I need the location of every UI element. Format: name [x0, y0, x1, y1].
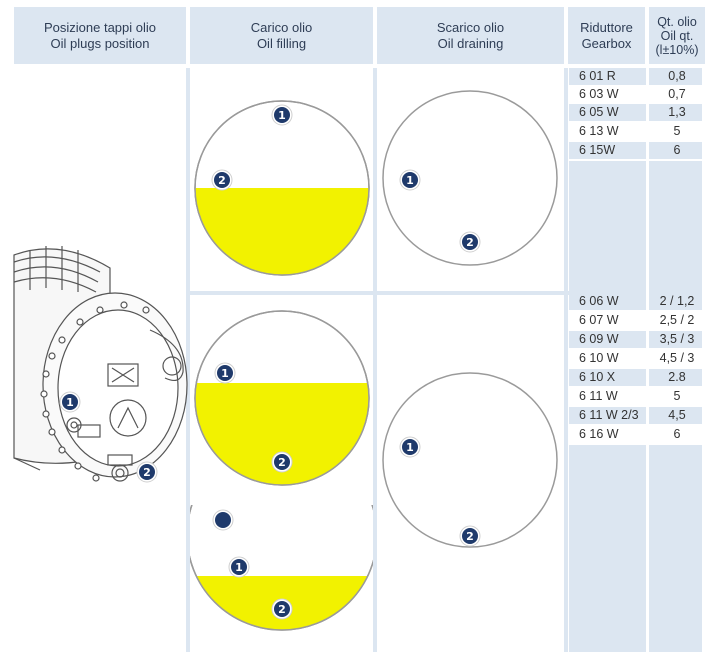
plug-marker-label: 1	[406, 441, 414, 454]
header-qty-tol: (l±10%)	[655, 42, 699, 57]
gearbox-cell: 6 09 W	[579, 332, 619, 346]
plug-marker-label: 1	[278, 109, 286, 122]
header-position-en: Oil plugs position	[50, 35, 150, 51]
plug-marker-2: 2	[271, 598, 293, 620]
table-row: 6 06 W 2 / 1,2	[569, 293, 702, 310]
header-gearbox-en: Gearbox	[581, 35, 632, 51]
plug-marker-label: 1	[406, 174, 414, 187]
table-filler	[569, 445, 702, 652]
header-filling: Carico olio Oil filling	[190, 7, 373, 64]
plug-marker-1: 1	[399, 169, 421, 191]
header-draining: Scarico olio Oil draining	[377, 7, 564, 64]
table-row: 6 01 R 0,8	[569, 68, 702, 85]
plug-marker-1: 1	[228, 556, 250, 578]
draining-diagram-1	[382, 90, 558, 266]
qty-cell: 6	[673, 143, 681, 157]
gearbox-cell: 6 01 R	[579, 69, 616, 83]
filling-diagram-1	[194, 100, 370, 276]
qty-cell: 4,5	[668, 408, 686, 422]
qty-cell: 0,7	[668, 87, 686, 101]
plug-marker-2: 2	[459, 525, 481, 547]
plug-marker-label: 2	[278, 456, 286, 469]
gearbox-illustration	[13, 246, 188, 482]
header-filling-en: Oil filling	[256, 35, 307, 51]
gearbox-cell: 6 06 W	[579, 294, 619, 308]
qty-cell: 0,8	[668, 69, 686, 83]
plug-marker-label: 2	[143, 466, 151, 479]
table-row: 6 07 W 2,5 / 2	[569, 312, 702, 329]
gearbox-cell: 6 11 W 2/3	[579, 408, 639, 422]
qty-cell: 2 / 1,2	[659, 294, 695, 308]
gearbox-cell: 6 13 W	[579, 124, 619, 138]
gearbox-cell: 6 10 W	[579, 351, 619, 365]
column-divider	[186, 68, 190, 652]
plug-marker-label: 1	[221, 367, 229, 380]
column-divider	[564, 68, 568, 652]
header-qty: Qt. olio Oil qt. (l±10%)	[649, 7, 705, 64]
plug-marker-2: 2	[271, 451, 293, 473]
header-qty-it: Qt. olio	[657, 14, 697, 29]
qty-cell: 2,5 / 2	[659, 313, 695, 327]
table-row: 6 11 W 5	[569, 388, 702, 405]
plug-marker-label: 1	[235, 561, 243, 574]
table-row: 6 05 W 1,3	[569, 104, 702, 121]
table-divider	[646, 68, 649, 652]
qty-cell: 4,5 / 3	[659, 351, 695, 365]
gearbox-cell: 6 11 W	[579, 389, 618, 403]
gearbox-cell: 6 16 W	[579, 427, 619, 441]
qty-cell: 1,3	[668, 105, 686, 119]
table-filler	[569, 161, 702, 291]
gearbox-cell: 6 03 W	[579, 87, 619, 101]
plug-marker-label: 2	[466, 530, 474, 543]
plug-marker-2: 2	[459, 231, 481, 253]
header-draining-it: Scarico olio	[436, 19, 505, 35]
table-row: 6 16 W 6	[569, 426, 702, 443]
table-row: 6 10 X 2.8	[569, 369, 702, 386]
plug-marker-label: 1	[66, 396, 74, 409]
plug-marker-label: 2	[466, 236, 474, 249]
plug-marker-1: 1	[214, 362, 236, 384]
draining-diagram-2	[382, 372, 558, 548]
gearbox-cell: 6 07 W	[579, 313, 619, 327]
filling-diagram-2	[194, 310, 370, 486]
header-draining-en: Oil draining	[437, 35, 504, 51]
plug-marker-label: 2	[218, 174, 226, 187]
table-row: 6 09 W 3,5 / 3	[569, 331, 702, 348]
table-row: 6 10 W 4,5 / 3	[569, 350, 702, 367]
table-row: 6 13 W 5	[569, 123, 702, 140]
qty-cell: 6	[673, 427, 681, 441]
qty-cell: 5	[673, 389, 681, 403]
qty-cell: 5	[673, 124, 681, 138]
header-gearbox-it: Riduttore	[580, 19, 633, 35]
header-qty-en: Oil qt.	[660, 28, 694, 43]
column-divider	[373, 68, 377, 652]
gearbox-cell: 6 10 X	[579, 370, 616, 384]
table-row: 6 15W 6	[569, 142, 702, 159]
plug-marker-label: 2	[278, 603, 286, 616]
qty-cell: 2.8	[668, 370, 686, 384]
table-row: 6 03 W 0,7	[569, 86, 702, 103]
plug-marker-1: 1	[59, 391, 81, 413]
qty-cell: 3,5 / 3	[659, 332, 695, 346]
row-divider	[190, 291, 702, 295]
plug-marker-blank	[212, 509, 234, 531]
header-position: Posizione tappi olio Oil plugs position	[14, 7, 186, 64]
plug-marker-1: 1	[399, 436, 421, 458]
plug-marker-2: 2	[211, 169, 233, 191]
plug-marker-1: 1	[271, 104, 293, 126]
plug-marker-2: 2	[136, 461, 158, 483]
header-position-it: Posizione tappi olio	[43, 19, 157, 35]
header-gearbox: Riduttore Gearbox	[568, 7, 645, 64]
header-filling-it: Carico olio	[250, 19, 313, 35]
gearbox-cell: 6 05 W	[579, 105, 619, 119]
gearbox-cell: 6 15W	[579, 143, 616, 157]
table-row: 6 11 W 2/3 4,5	[569, 407, 702, 424]
